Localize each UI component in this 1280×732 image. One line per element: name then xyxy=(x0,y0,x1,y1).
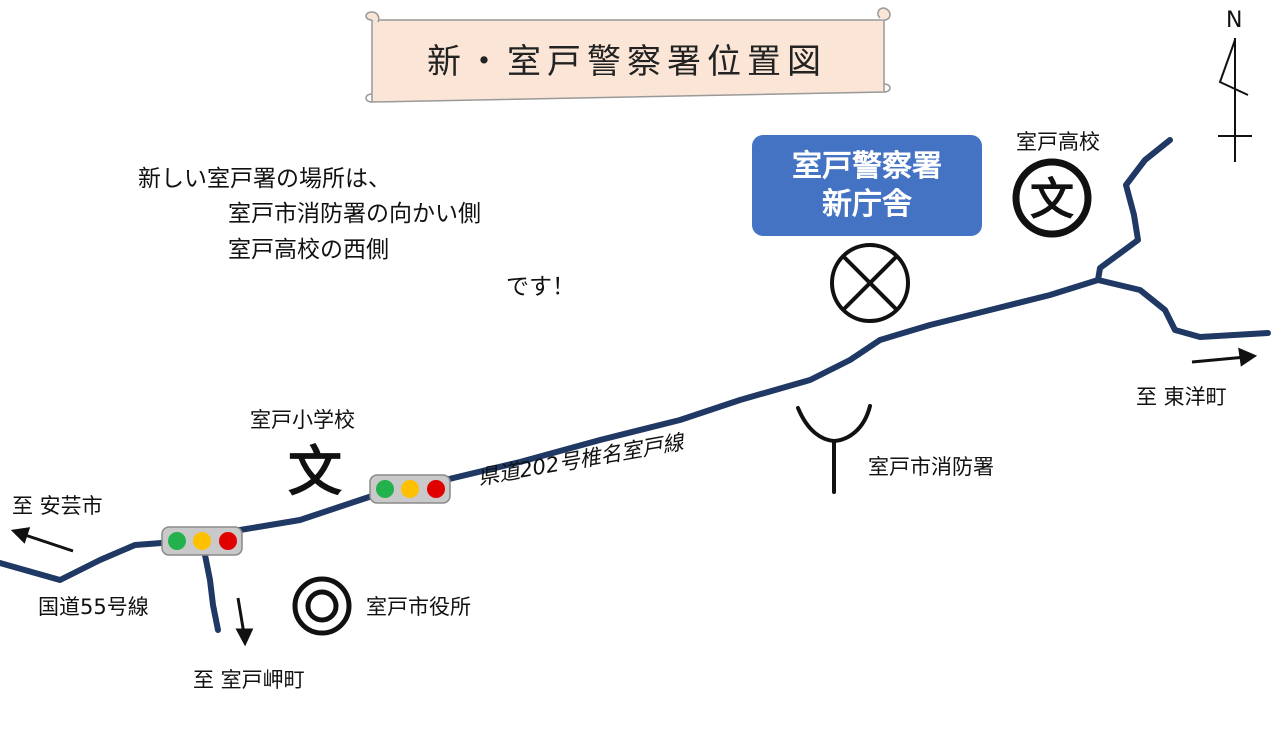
traffic-light-icon xyxy=(369,474,451,504)
road-north-to-high-school xyxy=(1095,137,1173,283)
direction-misaki-label: 至 室戸岬町 xyxy=(193,668,305,692)
svg-text:文: 文 xyxy=(1030,174,1074,225)
city-hall-icon xyxy=(292,576,352,636)
police-station-name: 室戸警察署 xyxy=(792,148,942,184)
arrow-east-icon xyxy=(1191,347,1258,367)
intro-line-2: 室戸市消防署の向かい側 xyxy=(228,201,481,227)
prefectural-road-202 xyxy=(0,277,1101,583)
road-east-to-toyo xyxy=(1095,277,1271,340)
intro-line-1: 新しい室戸署の場所は、 xyxy=(138,166,391,192)
high-school-icon: 文 xyxy=(1012,158,1092,238)
police-station-subtitle: 新庁舎 xyxy=(822,186,912,222)
arrow-south-icon xyxy=(235,597,254,647)
map-title: 新・室戸警察署位置図 xyxy=(427,42,827,82)
intro-line-3: 室戸高校の西側 xyxy=(228,237,389,263)
elementary-school-icon: 文 xyxy=(288,440,342,503)
direction-arrows xyxy=(10,347,1258,647)
intro-line-4: です！ xyxy=(506,274,575,300)
high-school-label: 室戸高校 xyxy=(1016,130,1100,154)
city-hall-label: 室戸市役所 xyxy=(366,595,471,619)
police-station-icon xyxy=(830,243,910,323)
roads xyxy=(0,137,1271,633)
fire-station-icon xyxy=(796,404,872,494)
road-south-to-misaki xyxy=(202,552,221,633)
police-station-label: 室戸警察署 新庁舎 xyxy=(752,135,982,236)
north-arrow-icon xyxy=(1218,38,1252,162)
arrow-west-icon xyxy=(10,527,74,553)
direction-aki-label: 至 安芸市 xyxy=(12,494,103,518)
traffic-light-icon xyxy=(161,526,243,556)
fire-station-label: 室戸市消防署 xyxy=(868,455,994,479)
title-scroll xyxy=(365,7,891,103)
national-road-label: 国道55号線 xyxy=(38,595,149,619)
direction-toyo-label: 至 東洋町 xyxy=(1136,385,1227,409)
north-label: N xyxy=(1226,8,1243,33)
elementary-school-label: 室戸小学校 xyxy=(250,408,355,432)
